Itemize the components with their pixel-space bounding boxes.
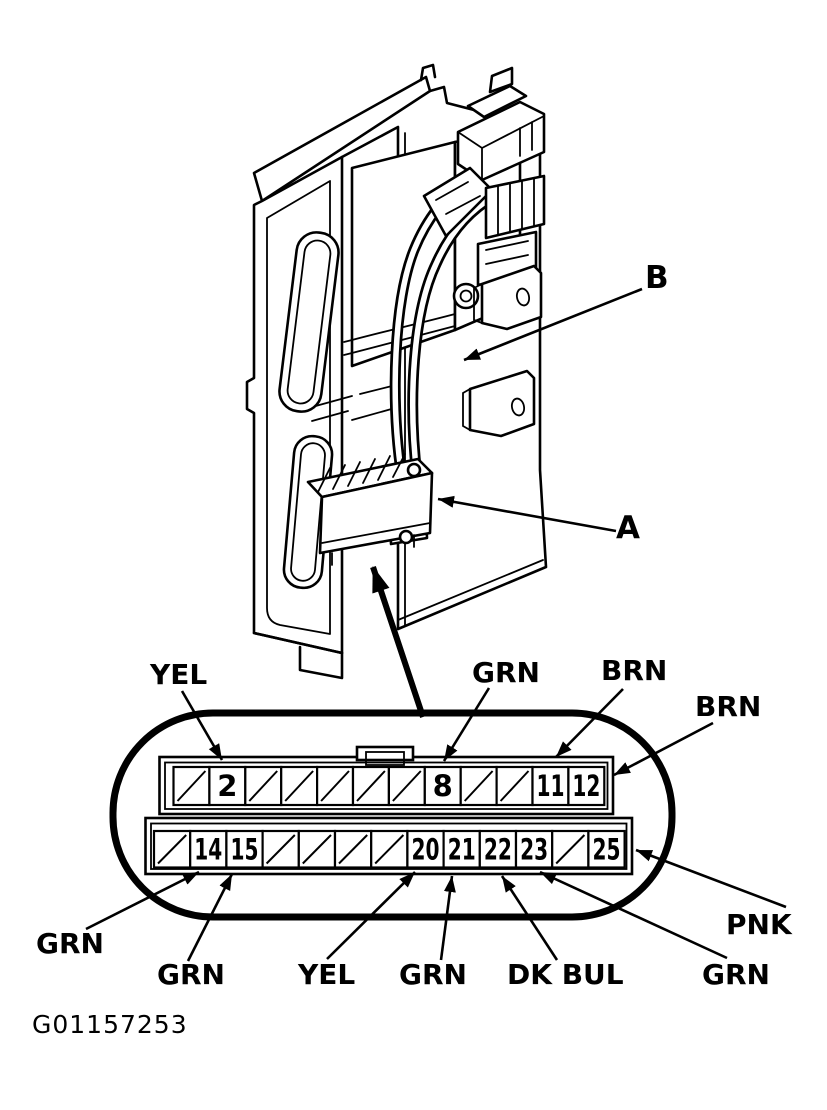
wire-label-grn-bottom-center: GRN bbox=[399, 958, 467, 991]
grn-top-arrow bbox=[442, 687, 491, 762]
unused-cavity-slash bbox=[463, 770, 494, 802]
callout-b-arrow bbox=[463, 287, 643, 362]
grn-bl2-arrow bbox=[186, 873, 234, 962]
unused-cavity-slash bbox=[284, 770, 314, 802]
pin-number: 22 bbox=[484, 832, 512, 866]
mounting-bolt bbox=[452, 282, 480, 310]
wire-label-brn-top: BRN bbox=[601, 654, 668, 687]
pin-number: 2 bbox=[217, 769, 237, 803]
wire-label-grn-bottom-right: GRN bbox=[702, 958, 770, 991]
wire-label-yel-top: YEL bbox=[150, 658, 208, 691]
wire-label-grn-bottom-left-2: GRN bbox=[157, 958, 225, 991]
pin-number: 21 bbox=[448, 832, 476, 866]
pin-number: 20 bbox=[412, 832, 440, 866]
pin-number: 23 bbox=[520, 832, 548, 866]
pin-number: 12 bbox=[572, 769, 600, 803]
pin-number: 25 bbox=[593, 832, 621, 866]
yel-top-arrow bbox=[180, 690, 224, 761]
pin-cell bbox=[567, 765, 606, 807]
figure-id-code: G01157253 bbox=[32, 1010, 188, 1039]
mounting-tab-lower bbox=[462, 369, 536, 438]
connector-location-arrow bbox=[370, 566, 426, 718]
pin-cell bbox=[514, 829, 554, 869]
callout-b: B bbox=[645, 260, 669, 296]
mounting-tab-upper bbox=[473, 264, 543, 331]
brn-right-arrow bbox=[613, 721, 714, 777]
pin-number: 8 bbox=[433, 769, 453, 803]
grn-bc-arrow bbox=[439, 875, 456, 961]
wire-label-brn-right: BRN bbox=[695, 690, 762, 723]
harness-connectors bbox=[422, 66, 546, 287]
unused-cavity-slash bbox=[338, 834, 368, 865]
unused-cavity-slash bbox=[265, 834, 296, 865]
pin-cell bbox=[587, 829, 626, 869]
connector-outline bbox=[109, 709, 676, 921]
pin-cell bbox=[531, 765, 570, 807]
wire-label-yel-bottom: YEL bbox=[298, 958, 356, 991]
wire-label-dk-bul: DK BUL bbox=[507, 958, 624, 991]
wire-label-pnk: PNK bbox=[726, 908, 792, 941]
unused-cavity-slash bbox=[320, 770, 350, 802]
pin-cell bbox=[442, 829, 481, 869]
leader-arrows bbox=[85, 287, 787, 962]
unused-cavity-slash bbox=[555, 834, 586, 865]
unused-cavity-slash bbox=[157, 834, 187, 865]
bracket-drawing bbox=[245, 63, 548, 680]
yel-bottom-arrow bbox=[326, 871, 416, 960]
unused-cavity-slash bbox=[248, 770, 278, 802]
unused-cavity-slash bbox=[302, 834, 332, 865]
wire-label-grn-top: GRN bbox=[472, 656, 540, 689]
grn-bl1-arrow bbox=[85, 870, 200, 931]
pin-cell bbox=[406, 829, 445, 869]
pin-cell bbox=[225, 829, 264, 869]
wire-label-grn-bottom-left-1: GRN bbox=[36, 927, 104, 960]
unused-cavity-slash bbox=[499, 770, 530, 802]
pin-number: 14 bbox=[194, 832, 222, 866]
unused-cavity-slash bbox=[392, 770, 422, 802]
unused-cavity-slash bbox=[176, 770, 207, 802]
bracket-slot-upper bbox=[278, 231, 340, 413]
brn-top-arrow bbox=[555, 688, 624, 758]
dk-bul-arrow bbox=[500, 875, 559, 961]
unused-cavity-slash bbox=[374, 834, 405, 865]
callout-a: A bbox=[616, 510, 640, 546]
unused-cavity-slash bbox=[356, 770, 386, 802]
callout-a-arrow bbox=[437, 495, 617, 533]
pin-number: 15 bbox=[231, 832, 259, 866]
housing-key-tab bbox=[355, 745, 415, 762]
component-a bbox=[306, 453, 434, 566]
pin-number: 11 bbox=[536, 769, 564, 803]
grn-br-arrow bbox=[539, 870, 728, 960]
pnk-arrow bbox=[635, 848, 787, 909]
